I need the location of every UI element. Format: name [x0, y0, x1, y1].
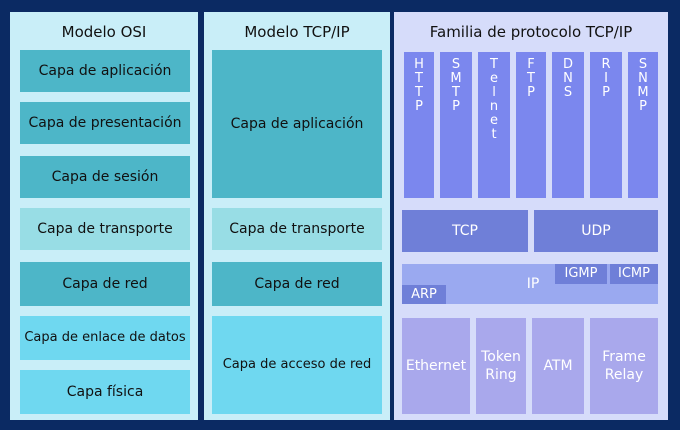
- protocol-family-title: Familia de protocolo TCP/IP: [429, 23, 633, 41]
- protocol-udp: UDP: [534, 210, 658, 252]
- tcpip-layer-application: Capa de aplicación: [212, 50, 382, 198]
- osi-layer-presentation: Capa de presentación: [20, 102, 190, 144]
- tcpip-layer-network-access: Capa de acceso de red: [212, 316, 382, 414]
- protocol-icmp: ICMP: [610, 264, 658, 284]
- osi-layer-session: Capa de sesión: [20, 156, 190, 198]
- osi-layer-datalink: Capa de enlace de datos: [20, 316, 190, 360]
- link-atm: ATM: [532, 318, 584, 414]
- osi-layer-physical: Capa física: [20, 370, 190, 414]
- protocol-arp: ARP: [402, 285, 446, 304]
- link-frame-relay: Frame Relay: [590, 318, 658, 414]
- tcpip-layer-network: Capa de red: [212, 262, 382, 306]
- link-ethernet: Ethernet: [402, 318, 470, 414]
- protocol-tcp: TCP: [402, 210, 528, 252]
- osi-layer-transport: Capa de transporte: [20, 208, 190, 250]
- osi-layer-application: Capa de aplicación: [20, 50, 190, 92]
- protocol-igmp: IGMP: [555, 264, 607, 284]
- osi-title: Modelo OSI: [61, 23, 147, 41]
- tcpip-title: Modelo TCP/IP: [244, 23, 350, 41]
- osi-layer-network: Capa de red: [20, 262, 190, 306]
- link-token-ring: Token Ring: [476, 318, 526, 414]
- tcpip-layer-transport: Capa de transporte: [212, 208, 382, 250]
